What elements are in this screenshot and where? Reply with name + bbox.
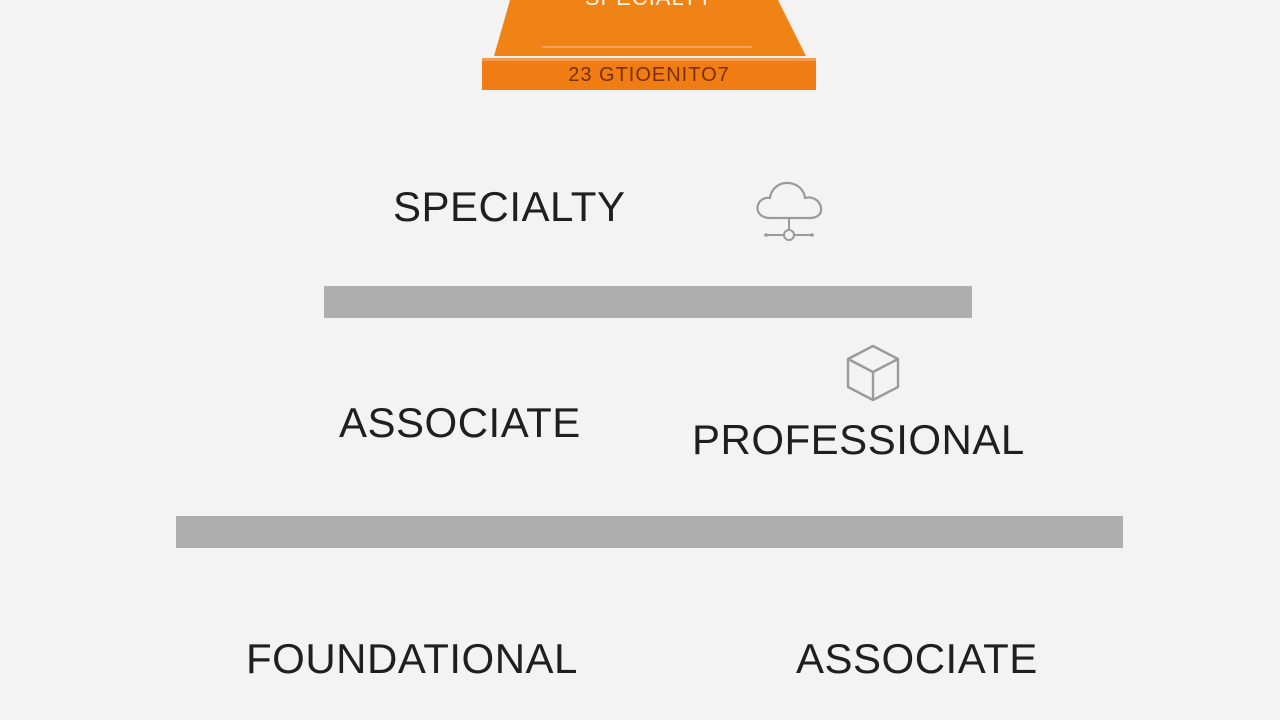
tier-divider-lower	[176, 516, 1123, 548]
top-banner: SPECIALTY 23 GTIOENITO7	[482, 0, 816, 90]
tier-label-specialty: SPECIALTY	[393, 183, 626, 230]
tier-divider-upper	[324, 286, 972, 318]
banner-shape	[482, 0, 816, 90]
cloud-network-icon	[752, 178, 826, 244]
cube-icon	[843, 343, 903, 403]
tier-label-foundational: FOUNDATIONAL	[246, 635, 578, 682]
banner-top-text: SPECIALTY	[482, 0, 816, 11]
tier-label-professional: PROFESSIONAL	[692, 416, 1025, 463]
banner-bottom-text: 23 GTIOENITO7	[568, 64, 730, 86]
tier-label-associate-bottom: ASSOCIATE	[796, 635, 1038, 682]
tier-label-associate-middle: ASSOCIATE	[339, 399, 581, 446]
